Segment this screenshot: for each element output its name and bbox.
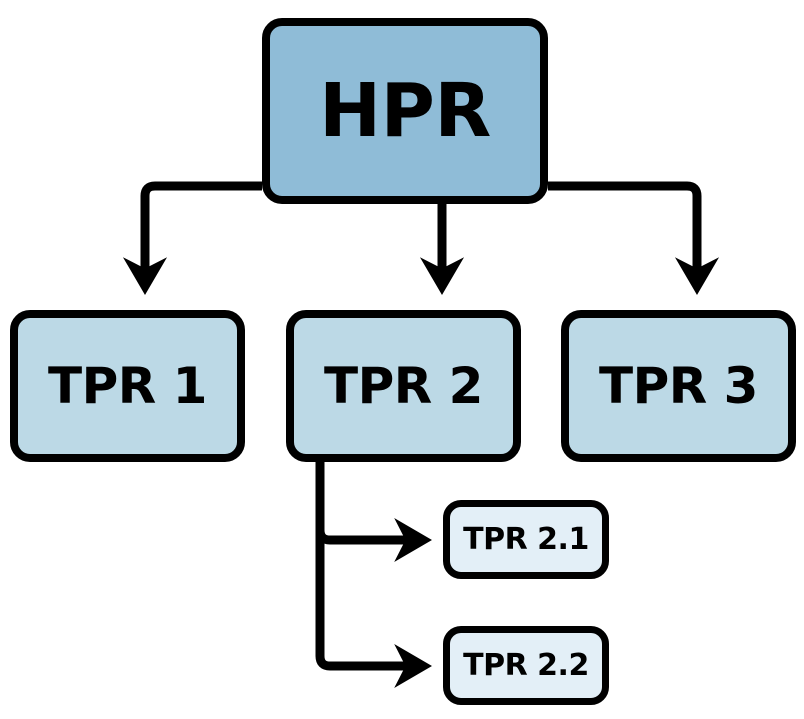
node-tpr1-label: TPR 1 (48, 357, 207, 415)
node-tpr1[interactable]: TPR 1 (10, 310, 245, 462)
node-hpr-label: HPR (319, 68, 491, 154)
node-tpr2-label: TPR 2 (324, 357, 483, 415)
edge-tpr2-tpr22 (315, 462, 433, 689)
edge-tpr2-tpr21 (315, 462, 433, 563)
node-tpr2-1-label: TPR 2.1 (463, 522, 589, 557)
node-tpr2-2-label: TPR 2.2 (463, 648, 589, 683)
node-tpr3-label: TPR 3 (599, 357, 758, 415)
edge-hpr-tpr1 (122, 181, 262, 296)
node-tpr2[interactable]: TPR 2 (286, 310, 521, 462)
node-tpr2-1[interactable]: TPR 2.1 (443, 500, 609, 579)
node-tpr3[interactable]: TPR 3 (561, 310, 796, 462)
node-hpr[interactable]: HPR (262, 18, 548, 204)
edge-hpr-tpr3 (548, 181, 720, 296)
node-tpr2-2[interactable]: TPR 2.2 (443, 626, 609, 705)
